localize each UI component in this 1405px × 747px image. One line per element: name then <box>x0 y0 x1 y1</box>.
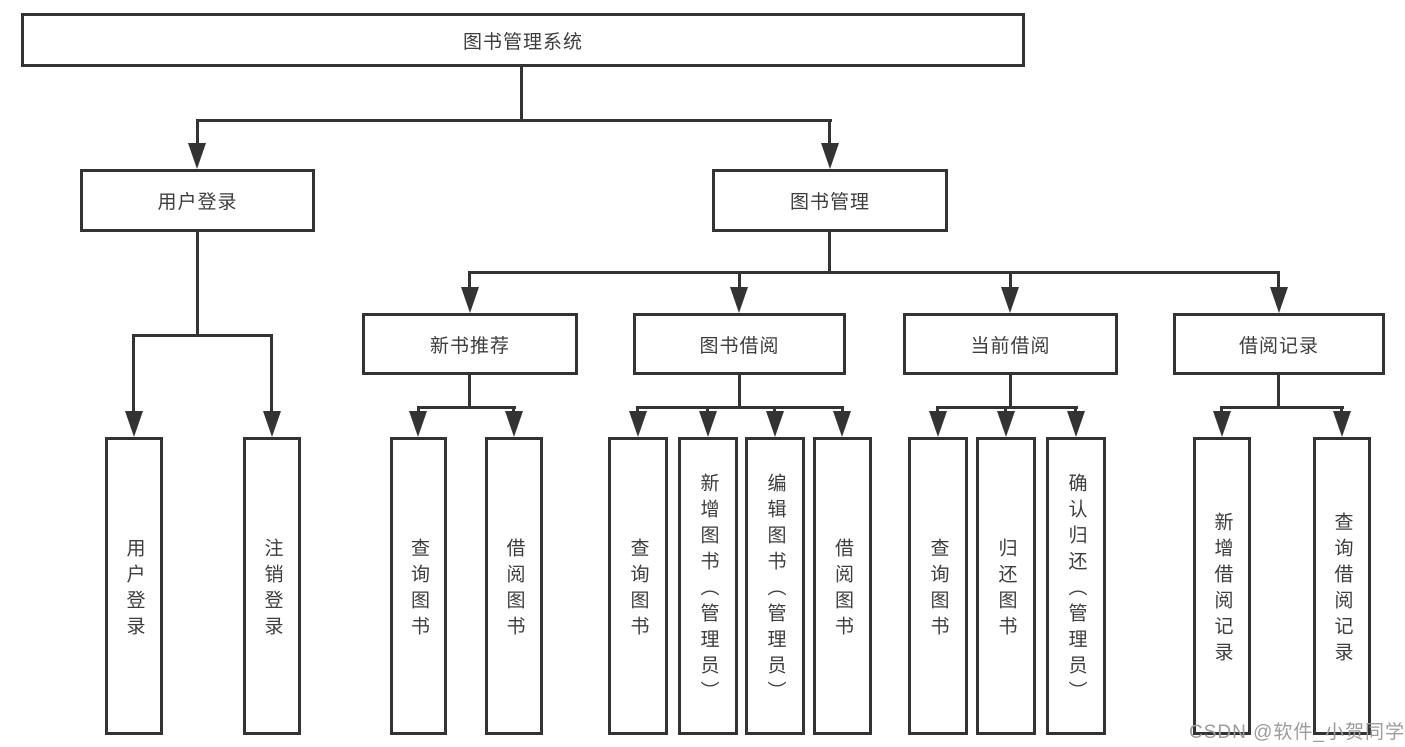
leaf-records-query-record: 查询借阅记录 <box>1313 437 1371 735</box>
node-current-borrowing: 当前借阅 <box>903 313 1118 375</box>
leaf-borrowing-query-books: 查询图书 <box>608 437 668 735</box>
node-book-management: 图书管理 <box>712 169 948 232</box>
leaf-logout: 注销登录 <box>243 437 301 735</box>
connector-line <box>417 406 420 415</box>
connector-line <box>417 406 516 409</box>
leaf-borrowing-borrow-books: 借阅图书 <box>813 437 872 735</box>
node-label: 注销登录 <box>261 537 283 642</box>
connector-line <box>936 406 1078 409</box>
connector-line <box>738 271 741 291</box>
connector-line <box>468 375 471 408</box>
connector-line <box>936 406 939 415</box>
arrow-down-icon <box>1270 287 1288 313</box>
arrow-down-icon <box>1001 287 1019 313</box>
arrow-down-icon <box>821 143 839 169</box>
connector-line <box>132 334 273 337</box>
node-new-book-recommend: 新书推荐 <box>362 313 578 375</box>
node-label: 图书管理 <box>789 192 870 213</box>
node-label: 用户登录 <box>157 192 238 213</box>
node-label: 借阅图书 <box>503 537 525 642</box>
connector-line <box>468 271 1280 274</box>
arrow-down-icon <box>833 411 851 437</box>
leaf-borrowing-add-books-admin: 新增图书（管理员） <box>678 437 738 735</box>
arrow-down-icon <box>263 411 281 437</box>
connector-line <box>196 119 832 122</box>
connector-line <box>196 119 199 149</box>
connector-line <box>828 232 831 274</box>
connector-line <box>1074 406 1077 415</box>
node-label: 查询图书 <box>927 537 949 642</box>
node-label: 新书推荐 <box>429 335 510 357</box>
connector-line <box>512 406 515 415</box>
node-label: 当前借阅 <box>970 335 1051 357</box>
connector-line <box>132 334 135 414</box>
connector-line <box>738 375 741 408</box>
node-user-login: 用户登录 <box>80 169 315 232</box>
arrow-down-icon <box>699 411 717 437</box>
connector-line <box>828 119 831 149</box>
connector-line <box>1277 375 1280 408</box>
leaf-user-login: 用户登录 <box>105 437 163 735</box>
leaf-newbook-borrow-books: 借阅图书 <box>485 437 543 735</box>
connector-line <box>270 334 273 414</box>
node-label: 新增图书（管理员） <box>697 472 719 707</box>
node-root-library-system: 图书管理系统 <box>21 13 1025 67</box>
arrow-down-icon <box>1213 411 1231 437</box>
connector-line <box>1277 271 1280 291</box>
connector-line <box>468 271 471 291</box>
node-label: 用户登录 <box>123 537 145 642</box>
arrow-down-icon <box>766 411 784 437</box>
arrow-down-icon <box>409 411 427 437</box>
arrow-down-icon <box>997 411 1015 437</box>
connector-line <box>1009 271 1012 291</box>
connector-line <box>196 232 199 337</box>
node-label: 借阅图书 <box>832 537 853 642</box>
arrow-down-icon <box>188 143 206 169</box>
connector-line <box>1220 406 1344 409</box>
node-label: 归还图书 <box>995 537 1017 642</box>
arrow-down-icon <box>929 411 947 437</box>
node-label: 查询图书 <box>627 537 649 642</box>
connector-line <box>773 406 776 415</box>
arrow-down-icon <box>461 287 479 313</box>
connector-line <box>1009 375 1012 408</box>
connector-line <box>520 67 523 121</box>
node-label: 图书管理系统 <box>462 31 583 53</box>
node-label: 新增借阅记录 <box>1211 511 1233 668</box>
arrow-down-icon <box>505 411 523 437</box>
leaf-newbook-query-books: 查询图书 <box>390 437 447 735</box>
leaf-records-add-record: 新增借阅记录 <box>1193 437 1251 735</box>
connector-line <box>636 406 844 409</box>
leaf-current-return-books: 归还图书 <box>976 437 1036 735</box>
node-label: 查询借阅记录 <box>1331 511 1353 668</box>
arrow-down-icon <box>1067 411 1085 437</box>
connector-line <box>1004 406 1007 415</box>
node-label: 借阅记录 <box>1238 335 1319 357</box>
connector-line <box>706 406 709 415</box>
connector-line <box>1220 406 1223 415</box>
connector-line <box>1340 406 1343 415</box>
leaf-borrowing-edit-books-admin: 编辑图书（管理员） <box>745 437 805 735</box>
leaf-current-query-books: 查询图书 <box>908 437 968 735</box>
connector-line <box>636 406 639 415</box>
node-book-borrowing: 图书借阅 <box>633 313 846 375</box>
arrow-down-icon <box>629 411 647 437</box>
connector-line <box>841 406 844 415</box>
leaf-current-confirm-return-admin: 确认归还（管理员） <box>1046 437 1106 735</box>
node-label: 查询图书 <box>408 537 429 642</box>
arrow-down-icon <box>125 411 143 437</box>
node-label: 确认归还（管理员） <box>1065 472 1087 707</box>
arrow-down-icon <box>1333 411 1351 437</box>
node-label: 编辑图书（管理员） <box>764 472 786 707</box>
csdn-watermark: CSDN @软件_小贺同学 <box>1189 722 1405 743</box>
arrow-down-icon <box>730 287 748 313</box>
node-label: 图书借阅 <box>699 335 780 357</box>
node-borrowing-records: 借阅记录 <box>1173 313 1385 375</box>
